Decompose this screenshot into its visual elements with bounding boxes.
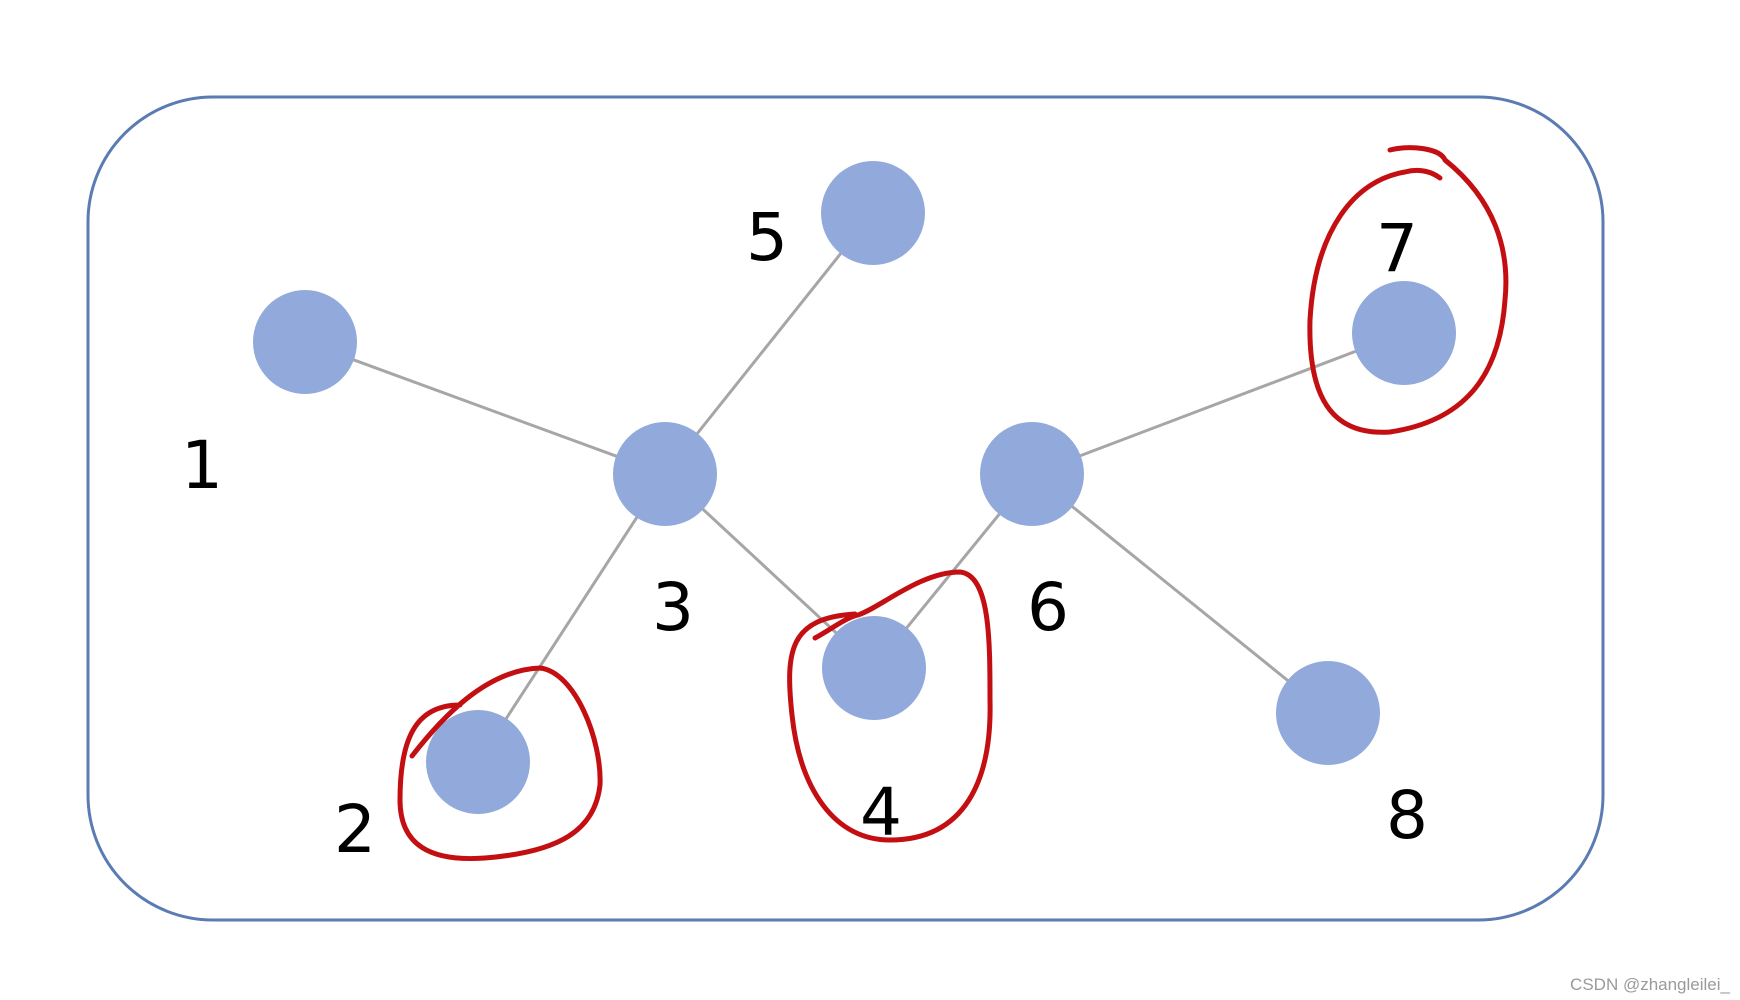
edge-6-7: [1031, 331, 1405, 476]
highlight-circle-2: [397, 665, 603, 862]
node-2: [426, 710, 530, 814]
node-5: [821, 161, 925, 265]
node-label-2: 2: [334, 791, 376, 868]
node-1: [253, 290, 357, 394]
node-3: [613, 422, 717, 526]
node-8: [1276, 661, 1380, 765]
node-label-1: 1: [181, 427, 223, 504]
node-4: [822, 616, 926, 720]
edge-1-3: [304, 340, 666, 476]
highlight-layer: [397, 145, 1509, 862]
watermark-text: CSDN @zhangleilei_: [1570, 975, 1730, 994]
node-label-8: 8: [1386, 777, 1428, 854]
highlight-circle-7: [1307, 145, 1509, 435]
node-6: [980, 422, 1084, 526]
node-label-3: 3: [652, 569, 694, 646]
edge-5-3: [663, 212, 875, 475]
node-label-5: 5: [746, 199, 788, 276]
node-layer: [253, 161, 1456, 814]
highlight-circle-4: [787, 569, 993, 843]
node-label-6: 6: [1027, 569, 1069, 646]
frame-box: [86, 95, 1605, 922]
edge-3-2: [476, 473, 667, 763]
node-7: [1352, 281, 1456, 385]
edge-6-8: [1031, 472, 1329, 715]
node-label-7: 7: [1376, 210, 1418, 287]
